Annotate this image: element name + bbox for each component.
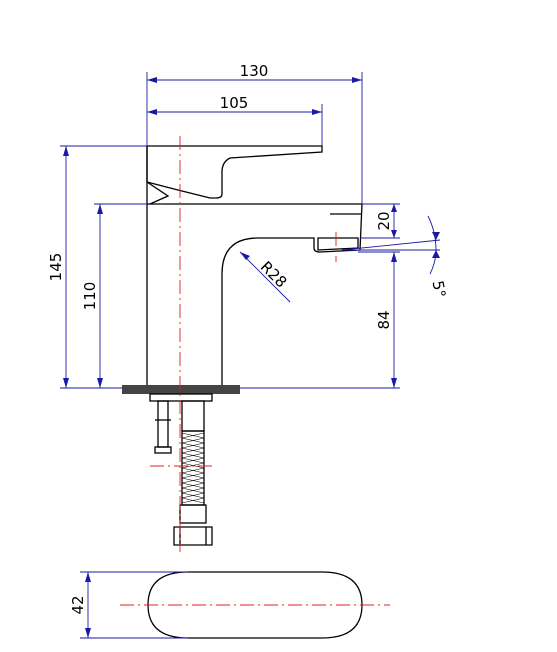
- label-bend-radius: R28: [257, 258, 291, 292]
- braid-strand: [181, 462, 205, 469]
- arrow-110-bottom: [97, 378, 103, 388]
- dimension-arrows: [63, 77, 440, 638]
- braid-strand: [181, 497, 205, 504]
- label-base-width: 42: [69, 595, 87, 614]
- braid-strand: [181, 457, 205, 464]
- aerator: [317, 237, 359, 251]
- arrow-130-left: [147, 77, 157, 83]
- hose-braid-pattern: [181, 432, 205, 504]
- lever-handle: [146, 145, 323, 199]
- braid-strand: [181, 442, 205, 449]
- dim-5deg-angled: [341, 239, 441, 251]
- arrow-42-bottom: [85, 628, 91, 638]
- braid-strand: [181, 487, 205, 494]
- hose-fitting-top: [181, 400, 205, 432]
- base-flange: [122, 385, 240, 402]
- mount-nut: [149, 393, 213, 402]
- braid-strand: [181, 447, 205, 454]
- braid-strand: [181, 467, 205, 474]
- arrow-110-top: [97, 204, 103, 214]
- base-oval: [147, 571, 363, 639]
- braid-strand: [181, 477, 205, 484]
- label-lever-length: 105: [220, 94, 249, 112]
- label-spout-thickness: 20: [375, 211, 393, 230]
- hose-ferrule: [179, 504, 207, 524]
- dimension-lines: [60, 72, 441, 639]
- arrow-105-right: [312, 109, 322, 115]
- dim-r28-leader: [239, 251, 291, 303]
- braid-strand: [181, 452, 205, 459]
- arrow-r28: [240, 252, 250, 260]
- arrow-42-top: [85, 572, 91, 582]
- dimension-labels: 130 105 145 110 20 84 R28 5° 42: [47, 62, 449, 615]
- label-spout-height: 110: [81, 282, 99, 311]
- label-outlet-angle: 5°: [429, 279, 450, 299]
- centerlines: [120, 136, 390, 606]
- top-view: [147, 571, 363, 639]
- arrow-84-bottom: [391, 378, 397, 388]
- label-outlet-height: 84: [375, 310, 393, 329]
- pipe-tube: [157, 400, 169, 448]
- arrow-20-bottom: [391, 230, 397, 238]
- dim-5deg-arc: [427, 215, 437, 275]
- arrow-20-top: [391, 204, 397, 212]
- pipe-end: [154, 446, 172, 454]
- label-overall-length: 130: [240, 62, 269, 80]
- arrow-5deg-bottom: [432, 250, 440, 258]
- base-plate: [122, 385, 240, 394]
- braid-strand: [181, 492, 205, 499]
- arrow-5deg-top: [432, 232, 440, 240]
- arrow-84-top: [391, 252, 397, 262]
- braid-strand: [181, 482, 205, 489]
- arrow-105-left: [147, 109, 157, 115]
- braid-strand: [181, 432, 205, 439]
- braid-strand: [181, 437, 205, 444]
- arrow-145-top: [63, 146, 69, 156]
- cartridge-joint: [146, 181, 170, 205]
- spout-body: [146, 146, 363, 388]
- supply-pipe-left: [154, 400, 172, 454]
- arrow-145-bottom: [63, 378, 69, 388]
- braid-strand: [181, 472, 205, 479]
- arrow-130-right: [352, 77, 362, 83]
- label-overall-height: 145: [47, 253, 65, 282]
